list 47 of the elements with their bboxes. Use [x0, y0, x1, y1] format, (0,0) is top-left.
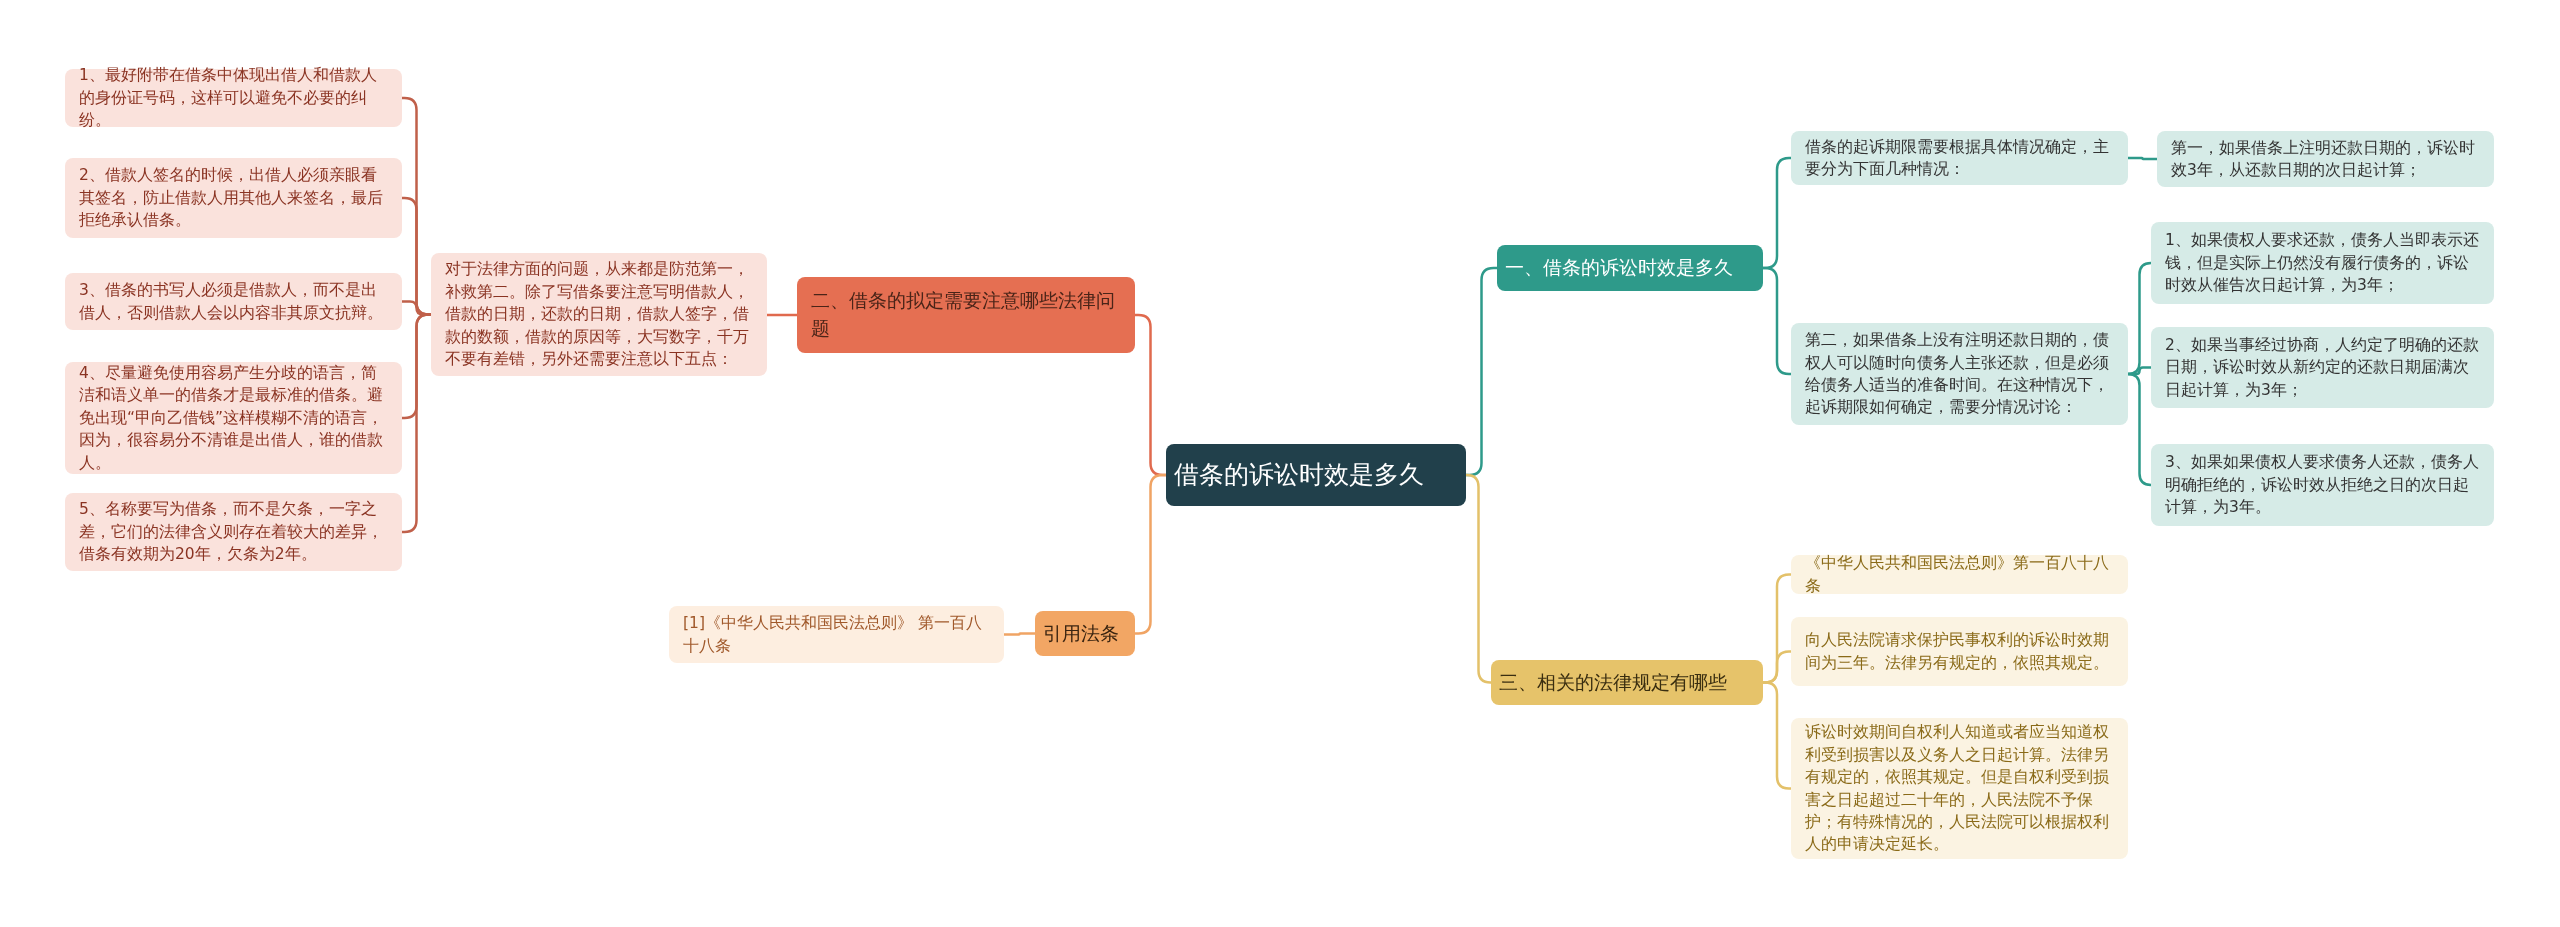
subtopic-box — [2151, 222, 2494, 304]
connector-line — [2128, 156, 2157, 161]
topic-text: 对于法律方面的问题，从来都是防范第一，补救第二。除了写借条要注意写明借款人，借款的日期，还款的日期，借款人签字，借款的数额，借款的原因等，大写数字，千万不要有差错，另外还需要注意以下五点： — [445, 259, 750, 371]
subtopic-box — [65, 273, 402, 330]
connector-line — [402, 313, 431, 534]
topic-text: 二、借条的拟定需要注意哪些法律问题 — [811, 288, 1116, 341]
subtopic-box — [1791, 555, 2128, 594]
topic-text: 第二，如果借条上没有注明还款日期的，债权人可以随时向债务人主张还款，但是必须给债务人适当的准备时间。在这种情况下，起诉期限如何确定，需要分情况讨论： — [1805, 330, 2110, 419]
topic-text: 借条的诉讼时效是多久 — [1174, 458, 1424, 491]
branch-topic-box — [1491, 660, 1763, 705]
topic-text: 4、尽量避免使用容易产生分歧的语言，简洁和语义单一的借条才是最标准的借条。避免出现“甲向乙借钱”这样模糊不清的语言，因为，很容易分不清谁是出借人，谁的借款人。 — [79, 362, 385, 474]
topic-text: 《中华人民共和国民法总则》第一百八十八条 — [1805, 553, 2110, 597]
root-topic-box — [1166, 444, 1466, 506]
topic-text: 3、借条的书写人必须是借款人，而不是出借人，否则借款人会以内容非其原文抗辩。 — [79, 280, 384, 324]
topic-text: 1、最好附带在借条中体现出借人和借款人的身份证号码，这样可以避免不必要的纠纷。 — [79, 65, 378, 132]
subtopic-box — [1791, 131, 2128, 185]
subtopic-box — [65, 158, 402, 238]
topic-text: 2、如果当事经过协商，人约定了明确的还款日期，诉讼时效从新约定的还款日期届满次日起计算，为3年； — [2165, 334, 2480, 401]
branch-topic-box — [797, 277, 1135, 353]
topic-text: 一、借条的诉讼时效是多久 — [1505, 255, 1733, 281]
subtopic-box — [2157, 131, 2494, 187]
subtopic-box — [431, 253, 767, 376]
topic-text: 5、名称要写为借条，而不是欠条，一字之差，它们的法律含义则存在着较大的差异，借条有效期为20年，欠条为2年。 — [79, 499, 384, 566]
topic-text: 借条的起诉期限需要根据具体情况确定，主要分为下面几种情况： — [1805, 136, 2110, 180]
connector-line — [767, 313, 797, 317]
connector-line — [1763, 681, 1791, 790]
branch-topic-box — [1035, 611, 1135, 656]
subtopic-box — [1791, 617, 2128, 686]
topic-text: 3、如果如果债权人要求债务人还款，债务人明确拒绝的，诉讼时效从拒绝之日的次日起计算，为3年。 — [2165, 452, 2480, 519]
topic-text: 向人民法院请求保护民事权利的诉讼时效期间为三年。法律另有规定的，依照其规定。 — [1805, 630, 2110, 674]
topic-text: [1]《中华人民共和国民法总则》 第一百八十八条 — [683, 613, 983, 657]
subtopic-box — [669, 606, 1004, 663]
subtopic-box — [2151, 327, 2494, 408]
connector-line — [1004, 632, 1035, 636]
topic-text: 1、如果债权人要求还款，债务人当即表示还钱，但是实际上仍然没有履行债务的，诉讼时效从催告次日起计算，为3年； — [2165, 230, 2480, 297]
connector-line — [1465, 473, 1492, 684]
topic-text: 诉讼时效期间自权利人知道或者应当知道权利受到损害以及义务人之日起计算。法律另有规定的，依照其规定。但是自权利受到损害之日起超过二十年的，人民法院不予保护；有特殊情况的，人民法院可以根据权利人的申请决定延长。 — [1805, 722, 2110, 856]
branch-topic-box — [1497, 245, 1763, 291]
topic-text: 三、相关的法律规定有哪些 — [1499, 669, 1727, 695]
topic-text: 第一，如果借条上注明还款日期的，诉讼时效3年，从还款日期的次日起计算； — [2171, 137, 2476, 181]
subtopic-box — [65, 69, 402, 127]
connector-line — [2126, 372, 2153, 487]
topic-text: 引用法条 — [1043, 620, 1119, 646]
topic-text: 2、借款人签名的时候，出借人必须亲眼看其签名，防止借款人用其他人来签名，最后拒绝承认借条。 — [79, 165, 384, 232]
subtopic-box — [1791, 323, 2128, 425]
subtopic-box — [65, 493, 402, 571]
subtopic-box — [2151, 444, 2494, 526]
